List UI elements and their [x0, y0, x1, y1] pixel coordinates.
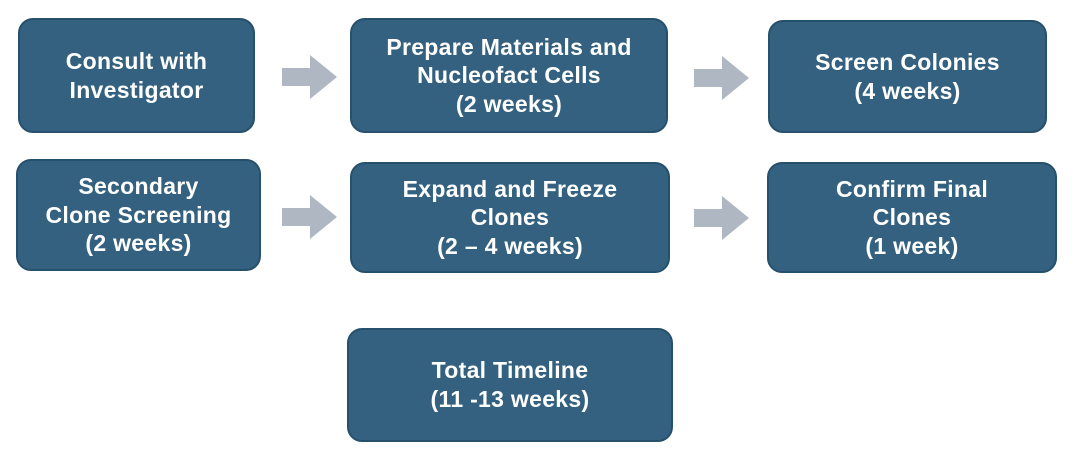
arrow-right-icon: [282, 55, 337, 99]
flow-box-consult-with-investigator: Consult with Investigator: [18, 18, 255, 133]
arrow-right-icon: [694, 196, 749, 240]
arrow-right-icon: [694, 56, 749, 100]
flow-box-confirm-final-clones: Confirm Final Clones (1 week): [767, 162, 1057, 273]
flow-box-secondary-clone-screening: Secondary Clone Screening (2 weeks): [16, 159, 261, 271]
flow-box-expand-and-freeze-clones: Expand and Freeze Clones (2 – 4 weeks): [350, 162, 670, 273]
flow-box-screen-colonies: Screen Colonies (4 weeks): [768, 20, 1047, 133]
flow-box-total-timeline: Total Timeline (11 -13 weeks): [347, 328, 673, 442]
flow-box-prepare-materials: Prepare Materials and Nucleofact Cells (…: [350, 18, 668, 133]
arrow-right-icon: [282, 195, 337, 239]
